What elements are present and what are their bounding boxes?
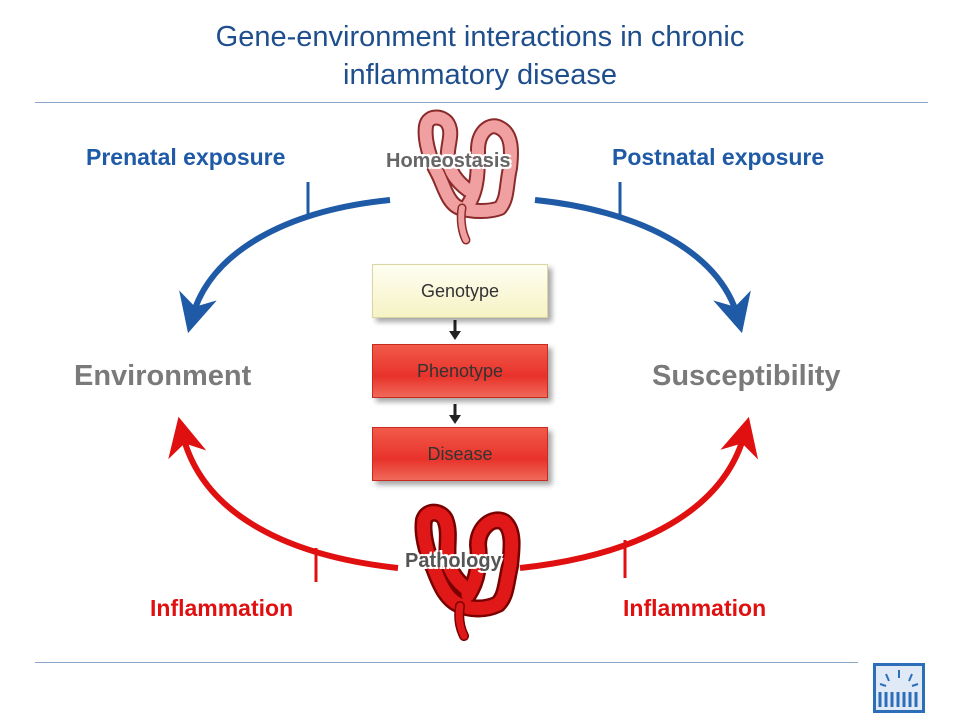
genotype-label: Genotype: [420, 280, 500, 301]
page-title: Gene-environment interactions in chronic…: [0, 18, 960, 94]
susceptibility-label: Susceptibility: [652, 360, 841, 392]
bottom-divider: [35, 662, 858, 663]
right-inflammation-arrow: [519, 416, 759, 571]
title-line-1: Gene-environment interactions in chronic: [215, 21, 745, 53]
phenotype-to-disease-arrow: [449, 404, 461, 424]
phenotype-label: Phenotype: [416, 360, 504, 381]
inflammation-right-label: Inflammation: [623, 595, 767, 621]
inflamed-colon-icon: [414, 503, 521, 641]
environment-label: Environment: [74, 360, 252, 392]
colon-icon: [417, 109, 519, 245]
logo-icon: [873, 663, 925, 713]
genotype-box: Genotype: [372, 264, 548, 318]
homeostasis-label: Homeostasis: [386, 150, 511, 172]
disease-box: Disease: [372, 427, 548, 481]
pathology-label: Pathology: [405, 550, 502, 572]
phenotype-box: Phenotype: [372, 344, 548, 398]
top-divider: [35, 102, 928, 103]
genotype-to-phenotype-arrow: [449, 320, 461, 340]
inflammation-left-label: Inflammation: [150, 595, 294, 621]
disease-label: Disease: [427, 443, 493, 464]
left-inflammation-arrow: [168, 416, 399, 571]
postnatal-arrow: [534, 197, 751, 334]
prenatal-exposure-label: Prenatal exposure: [86, 144, 286, 170]
postnatal-exposure-label: Postnatal exposure: [612, 144, 825, 170]
prenatal-arrow: [179, 197, 391, 334]
title-line-2: inflammatory disease: [343, 59, 617, 91]
